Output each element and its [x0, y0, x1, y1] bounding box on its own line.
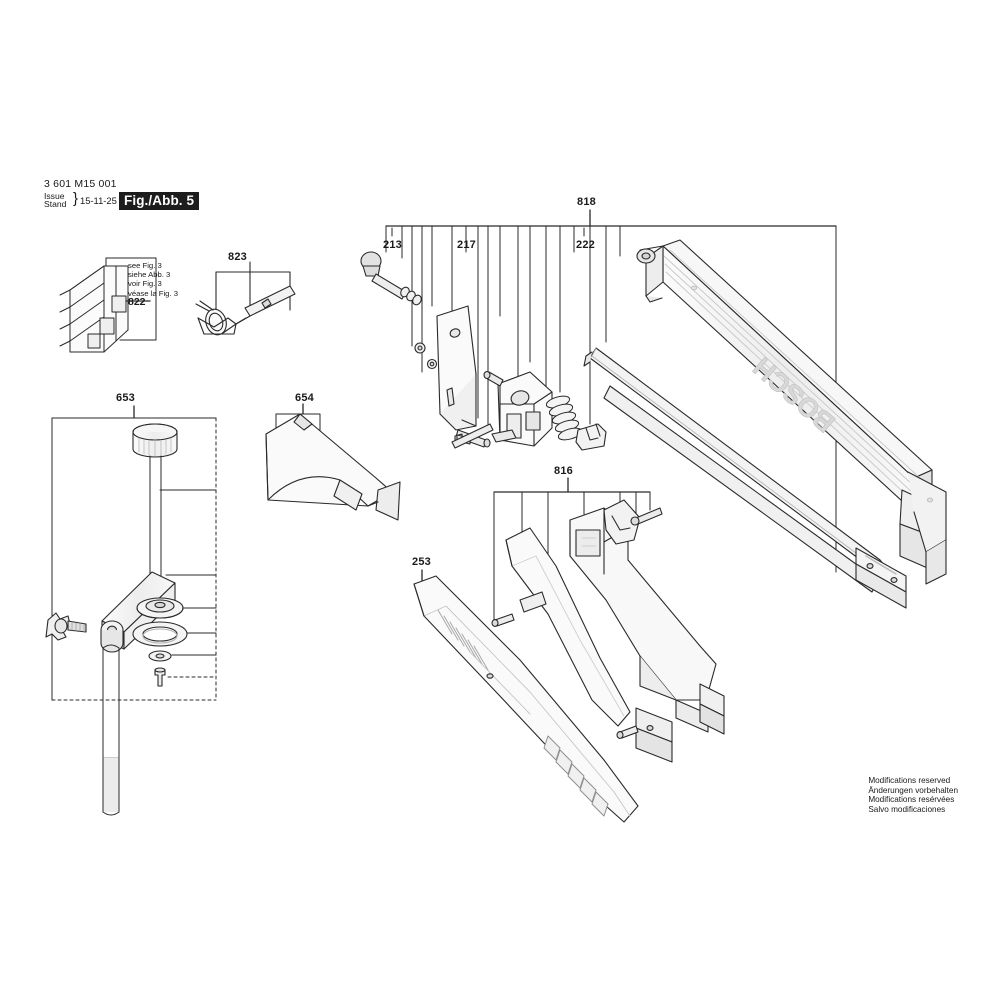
part-818-rip-fence: BOSCH [583, 239, 947, 609]
see-figure-note: see Fig. 3 siehe Abb. 3 voir Fig. 3 véas… [128, 261, 178, 298]
part-small-rings-818 [414, 342, 438, 370]
callout-818: 818 [577, 196, 596, 208]
callout-213: 213 [383, 239, 402, 251]
callout-822: 822 [128, 296, 146, 308]
callout-823: 823 [228, 251, 247, 263]
part-818-spring [545, 395, 583, 441]
group-box-653 [51, 405, 217, 701]
part-222-clip [575, 423, 607, 451]
callout-217: 217 [457, 239, 476, 251]
figure-badge: Fig./Abb. 5 [119, 192, 200, 210]
callout-653: 653 [116, 392, 135, 404]
brace-glyph: } [73, 190, 79, 207]
callout-253: 253 [412, 556, 431, 568]
callout-222: 222 [576, 239, 595, 251]
part-213-knob-bolt [360, 251, 422, 306]
document-part-number: 3 601 M15 001 [44, 178, 117, 190]
part-253-push-stick [413, 569, 639, 823]
part-653-clamp-assembly [45, 423, 188, 816]
issue-date: 15-11-25 [80, 195, 117, 206]
detail-822-rails [59, 257, 157, 353]
part-818-housing [451, 370, 553, 449]
callout-654: 654 [295, 392, 314, 404]
stand-label: Stand [44, 199, 67, 209]
detail-823-hexkey-clip [195, 261, 296, 336]
issue-label: Issue [44, 191, 65, 201]
callout-816: 816 [554, 465, 573, 477]
part-654-blade-guard [265, 403, 401, 521]
part-217-wedge-plate [436, 305, 491, 448]
footer-disclaimer: Modifications reserved Änderungen vorbeh… [868, 776, 958, 814]
part-816-fence-carriage [491, 499, 725, 763]
